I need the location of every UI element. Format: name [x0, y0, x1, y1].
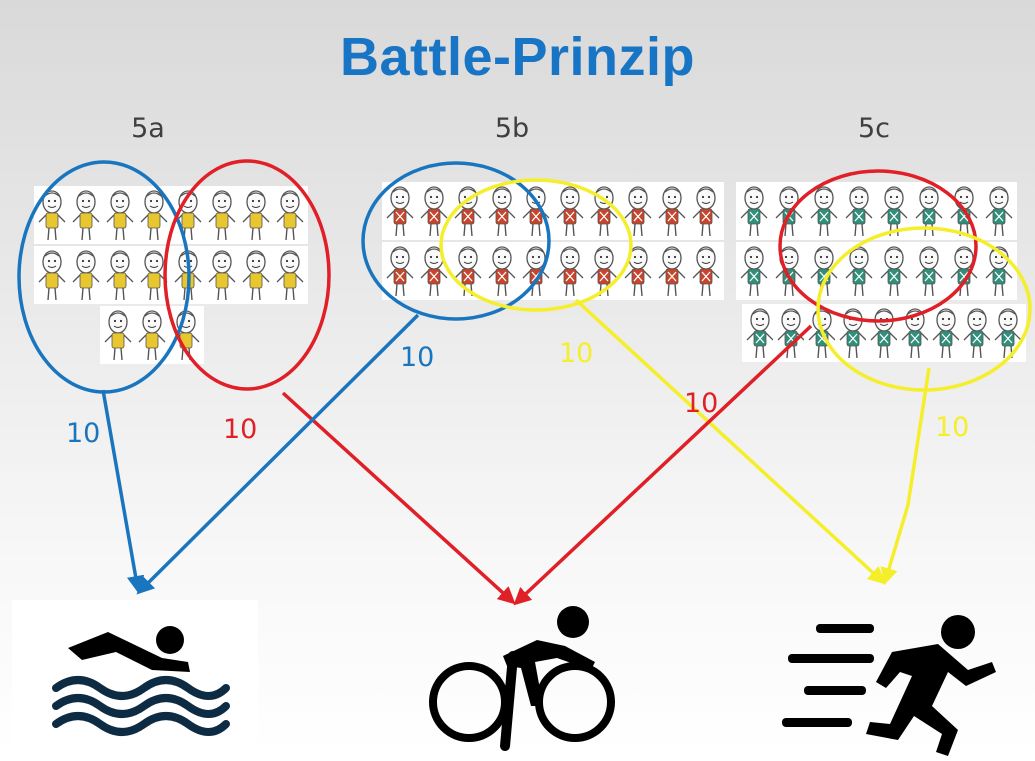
slide-title: Battle-Prinzip: [339, 27, 696, 87]
student-figure: [34, 246, 70, 304]
arrow-5c-red-to-bike: [513, 324, 813, 606]
student-figure: [102, 186, 138, 244]
student-figure: [736, 242, 772, 300]
student-figure: [876, 242, 912, 300]
arrow-5a-red-to-bike: [281, 391, 516, 605]
student-figure: [911, 242, 947, 300]
run-card: [782, 606, 1002, 756]
flow-label-5a-red: 10: [223, 414, 258, 445]
student-figure: [866, 304, 902, 362]
group-5a-red-ellipse: [163, 159, 331, 391]
student-figure: [484, 182, 520, 240]
class-label-5b: 5b: [494, 113, 530, 144]
class-label-5c: 5c: [857, 113, 891, 144]
flow-label-5b-yellow: 10: [559, 338, 594, 369]
student-figure: [204, 246, 240, 304]
flow-label-5b-blue: 10: [400, 342, 435, 373]
group-5b-yellow-ellipse: [439, 178, 633, 312]
class-5c-students: [736, 182, 1026, 362]
student-figure: [484, 242, 520, 300]
student-figure: [990, 304, 1026, 362]
student-figure: [272, 186, 308, 244]
class-label-5a: 5a: [131, 113, 165, 144]
student-figure: [204, 186, 240, 244]
arrow-5a-blue-to-swim: [101, 389, 145, 594]
arrow-5c-yellow-to-run: [880, 367, 931, 586]
student-figure: [552, 242, 588, 300]
student-figure: [742, 304, 778, 362]
student-figure: [911, 182, 947, 240]
group-5c-red-ellipse: [778, 169, 978, 323]
student-figure: [170, 246, 206, 304]
student-figure: [806, 242, 842, 300]
cyclist-icon: [429, 606, 615, 751]
flow-label-5c-red: 10: [684, 388, 719, 419]
student-figure: [928, 304, 964, 362]
student-figure: [102, 246, 138, 304]
swimmer-icon: [52, 626, 230, 736]
student-figure: [100, 306, 136, 364]
student-figure: [688, 182, 724, 240]
swim-card: [12, 600, 258, 756]
student-figure: [136, 186, 172, 244]
flow-label-5c-yellow: 10: [935, 412, 970, 443]
runner-icon: [782, 615, 996, 756]
group-5b-blue-ellipse: [361, 161, 551, 321]
student-figure: [688, 242, 724, 300]
student-figure: [238, 186, 274, 244]
student-figure: [736, 182, 772, 240]
flow-label-5a-blue: 10: [66, 418, 101, 449]
student-figure: [620, 182, 656, 240]
student-figure: [416, 242, 452, 300]
student-figure: [134, 306, 170, 364]
student-figure: [981, 182, 1017, 240]
arrow-5b-yellow-to-run: [574, 298, 886, 585]
student-figure: [771, 182, 807, 240]
bike-card: [425, 596, 615, 756]
student-figure: [34, 186, 70, 244]
student-figure: [835, 304, 871, 362]
student-figure: [620, 242, 656, 300]
student-figure: [946, 242, 982, 300]
student-figure: [841, 242, 877, 300]
student-figure: [416, 182, 452, 240]
student-figure: [382, 182, 418, 240]
student-figure: [382, 242, 418, 300]
arrow-5b-blue-to-swim: [136, 313, 420, 595]
student-figure: [238, 246, 274, 304]
class-5a-students: [34, 186, 308, 364]
student-figure: [654, 182, 690, 240]
class-5b-students: [382, 182, 724, 300]
student-figure: [897, 304, 933, 362]
student-figure: [68, 186, 104, 244]
student-figure: [552, 182, 588, 240]
student-figure: [68, 246, 104, 304]
student-figure: [450, 242, 486, 300]
student-figure: [272, 246, 308, 304]
student-figure: [841, 182, 877, 240]
student-figure: [654, 242, 690, 300]
student-figure: [959, 304, 995, 362]
student-figure: [518, 242, 554, 300]
